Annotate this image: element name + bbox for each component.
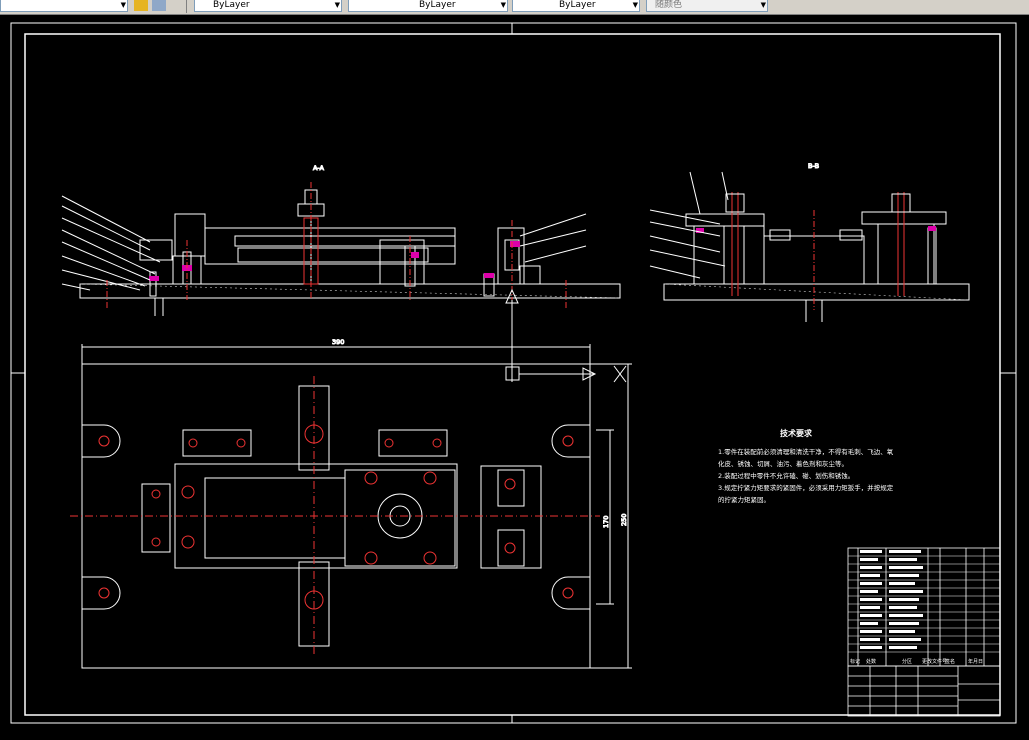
properties-toolbar: ▼ ByLayer ▼ ByLayer ▼ ByLayer ▼ 随颜色 ▼: [0, 0, 1029, 15]
toolbar-separator: [186, 0, 187, 13]
title-block-labels: 标记 处数 分区 更改文件号 签名 年月日: [850, 658, 983, 665]
plotstyle-value: 随颜色: [655, 0, 683, 10]
section-view-a: A-A: [61, 164, 621, 316]
technical-requirements: 技术要求 1.零件在装配前必须清理和清洗干净，不得有毛刺、飞边、氧 化皮、锈蚀、…: [718, 428, 894, 504]
tech-req-line-4: 3.规定拧紧力矩要求的紧固件，必须采用力矩扳手，并按规定: [718, 483, 894, 492]
layer-color-value: ByLayer: [213, 0, 250, 10]
title-label-change-doc: 更改文件号: [922, 658, 947, 665]
title-label-zone: 分区: [902, 658, 912, 665]
linetype-dropdown[interactable]: ByLayer ▼: [348, 0, 508, 12]
dim-overall-width: 390: [332, 338, 344, 346]
tech-req-line-1: 1.零件在装配前必须清理和清洗干净，不得有毛刺、飞边、氧: [718, 447, 894, 456]
dim-height-outer: 250: [620, 514, 628, 526]
lineweight-value: ByLayer: [559, 0, 596, 10]
sheet-outer-border: [10, 22, 1017, 724]
title-block: [847, 547, 1001, 717]
title-label-signature: 签名: [945, 658, 955, 665]
tech-req-line-2: 化皮、锈蚀、切屑、油污、着色剂和灰尘等。: [718, 459, 848, 468]
section-view-b: B-B: [649, 162, 970, 322]
plan-view: 390 250 170: [70, 300, 632, 669]
tech-req-title: 技术要求: [780, 428, 813, 438]
section-label-a: A-A: [313, 164, 325, 172]
plotstyle-dropdown[interactable]: 随颜色 ▼: [646, 0, 768, 12]
linetype-value: ByLayer: [419, 0, 456, 10]
chevron-down-icon: ▼: [500, 1, 506, 9]
lineweight-dropdown[interactable]: ByLayer ▼: [512, 0, 640, 12]
cad-drawing: A-A: [10, 22, 1017, 724]
tech-req-line-3: 2.装配过程中零件不允许磕、碰、划伤和锈蚀。: [718, 471, 854, 480]
title-label-date: 年月日: [968, 658, 983, 665]
title-label-mark: 标记: [850, 658, 860, 665]
layer-state-icon[interactable]: [134, 0, 148, 11]
dim-height-inner: 170: [602, 516, 610, 528]
drawing-canvas[interactable]: A-A: [0, 15, 1029, 736]
layer-color-dropdown[interactable]: ByLayer ▼: [194, 0, 342, 12]
section-label-b: B-B: [808, 162, 819, 170]
chevron-down-icon: ▼: [760, 1, 766, 9]
tech-req-line-5: 的拧紧力矩紧固。: [718, 495, 770, 504]
layer-stack-icon[interactable]: [152, 0, 166, 11]
title-label-count: 处数: [866, 658, 876, 665]
chevron-down-icon: ▼: [334, 1, 340, 9]
chevron-down-icon: ▼: [632, 1, 638, 9]
color-dropdown[interactable]: ▼: [0, 0, 128, 12]
chevron-down-icon: ▼: [120, 1, 126, 9]
